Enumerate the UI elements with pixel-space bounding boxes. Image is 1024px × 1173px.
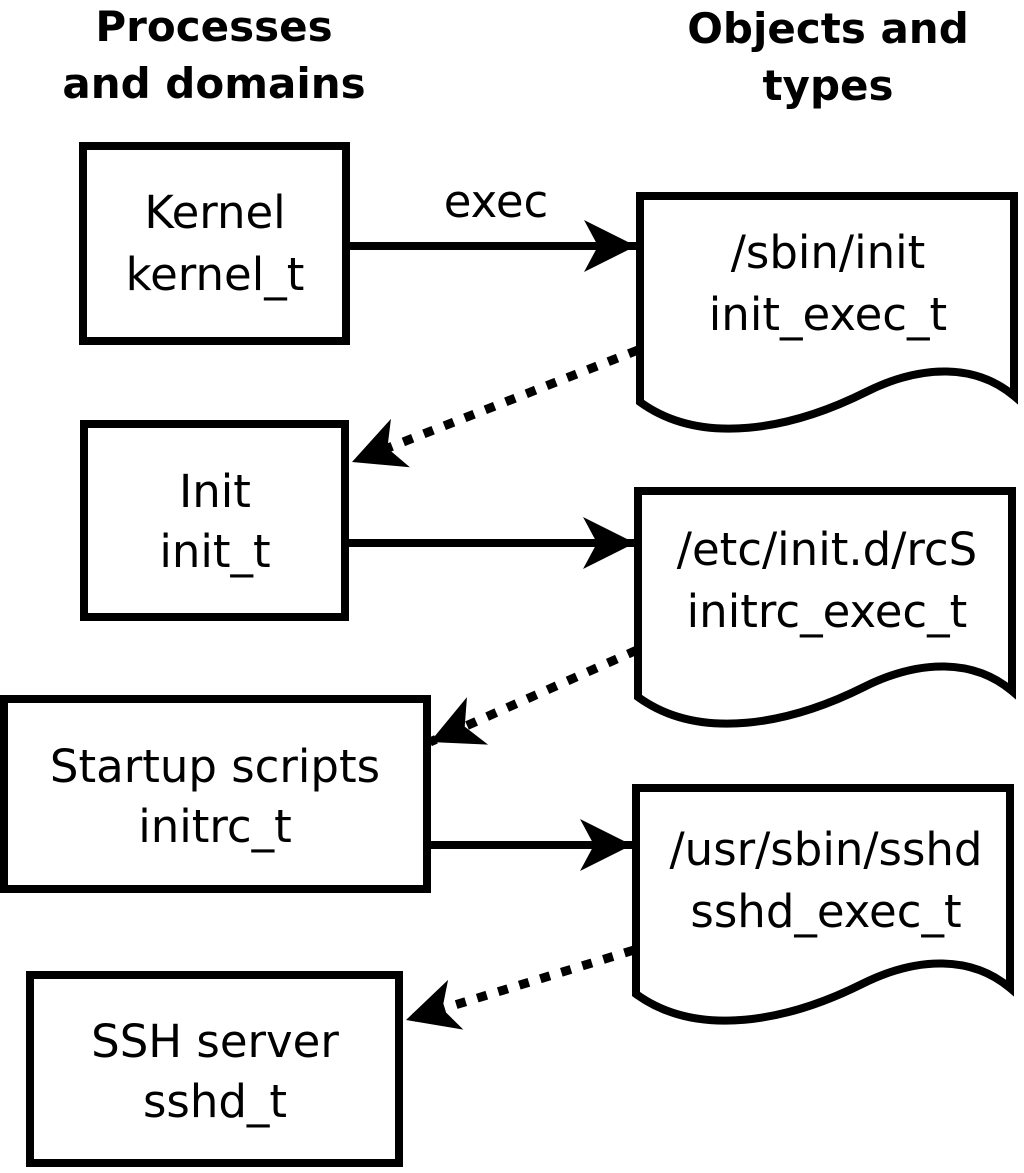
process-domain-label: init_t bbox=[159, 525, 270, 578]
object-type-label: sshd_exec_t bbox=[690, 885, 961, 938]
left-column-heading: Processes and domains bbox=[62, 2, 365, 108]
object-type-label: init_exec_t bbox=[709, 288, 947, 341]
object-path-label: /usr/sbin/sshd bbox=[670, 823, 983, 876]
document-shape bbox=[636, 192, 1018, 433]
process-domain-label: kernel_t bbox=[126, 248, 305, 301]
transition-arrow-sshd-to-sshd-domain bbox=[404, 945, 636, 1030]
object-type-label: initrc_exec_t bbox=[687, 585, 968, 638]
process-box bbox=[80, 420, 349, 621]
process-box bbox=[0, 695, 431, 893]
process-box bbox=[79, 142, 350, 345]
process-name-label: Startup scripts bbox=[50, 740, 380, 793]
left-heading-line1: Processes bbox=[95, 2, 332, 51]
right-heading-line1: Objects and bbox=[687, 4, 969, 53]
exec-edge-label: exec bbox=[444, 175, 549, 228]
document-shape bbox=[634, 487, 1016, 728]
object-node-sbin-init: /sbin/init init_exec_t bbox=[636, 192, 1018, 433]
process-name-label: Kernel bbox=[144, 186, 285, 239]
process-name-label: SSH server bbox=[91, 1015, 339, 1068]
left-heading-line2: and domains bbox=[62, 59, 365, 108]
process-box bbox=[26, 971, 403, 1167]
transition-arrow-sbin-init-to-init-domain bbox=[350, 345, 640, 468]
process-node-kernel: Kernel kernel_t bbox=[79, 142, 350, 345]
process-node-startup-scripts: Startup scripts initrc_t bbox=[0, 695, 431, 893]
exec-arrow-kernel-to-sbin-init: exec bbox=[350, 175, 636, 272]
process-domain-label: sshd_t bbox=[143, 1075, 287, 1128]
right-column-heading: Objects and types bbox=[687, 4, 969, 110]
process-domain-label: initrc_t bbox=[138, 800, 292, 853]
object-node-usr-sbin-sshd: /usr/sbin/sshd sshd_exec_t bbox=[632, 784, 1014, 1025]
document-shape bbox=[632, 784, 1014, 1025]
right-heading-line2: types bbox=[762, 61, 893, 110]
process-node-init: Init init_t bbox=[80, 420, 349, 621]
object-node-etc-initd-rcs: /etc/init.d/rcS initrc_exec_t bbox=[634, 487, 1016, 728]
object-path-label: /sbin/init bbox=[731, 226, 926, 279]
object-path-label: /etc/init.d/rcS bbox=[677, 523, 977, 576]
process-name-label: Init bbox=[179, 465, 251, 518]
process-node-ssh-server: SSH server sshd_t bbox=[26, 971, 403, 1167]
transition-arrow-rcs-to-initrc-domain bbox=[428, 645, 639, 747]
